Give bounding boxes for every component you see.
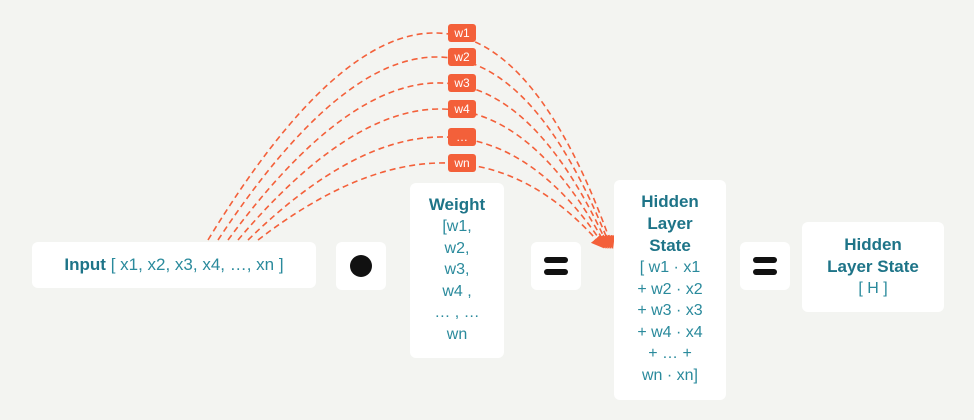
weight-tag-n: wn (448, 154, 476, 172)
hidden-sum-box: Hidden Layer State [ w1 · x1 + w2 · x2 +… (614, 180, 726, 400)
hidden-sum-line: + w3 · x3 (637, 302, 703, 319)
equals-operator-1 (531, 242, 581, 290)
weight-tag-3: w3 (448, 74, 476, 92)
weight-arc (217, 56, 613, 249)
hidden-result-box: Hidden Layer State [ H ] (802, 222, 944, 312)
hidden-result-title: Layer State (827, 257, 919, 276)
hidden-result-value: [ H ] (858, 280, 888, 297)
weight-line: w2, (444, 239, 470, 257)
weight-arc (247, 136, 606, 249)
weight-box: Weight [w1, w2, w3, w4 , … , … wn (410, 183, 504, 358)
hidden-sum-line: + w4 · x4 (637, 323, 703, 341)
weight-line: … , … (434, 304, 480, 321)
hidden-sum-title: State (649, 236, 691, 255)
weight-line: [w1, (442, 218, 472, 235)
hidden-sum-line: wn · xn] (641, 366, 698, 384)
weight-arc (207, 32, 615, 250)
weight-tag-ellipsis: … (448, 128, 476, 146)
hidden-sum-line: [ w1 · x1 (639, 259, 701, 276)
weight-line: w3, (444, 261, 470, 278)
weight-arc (227, 82, 610, 249)
input-box: Input [ x1, x2, x3, x4, …, xn ] (32, 242, 316, 288)
hidden-sum-line: + w2 · x2 (637, 280, 703, 298)
weight-line: wn (446, 325, 468, 343)
hidden-result-title: Hidden (844, 235, 902, 254)
weight-tag-1: w1 (448, 24, 476, 42)
weight-tag-4: w4 (448, 100, 476, 118)
hidden-sum-title: Hidden (641, 192, 699, 211)
weight-arc (257, 162, 605, 249)
weight-line: w4 , (442, 282, 472, 300)
dot-product-operator (336, 242, 386, 290)
hidden-sum-title: Layer (647, 214, 693, 233)
equals-operator-2 (740, 242, 790, 290)
hidden-sum-line: + … + (648, 345, 692, 362)
dot-product-icon (350, 255, 372, 277)
weight-tag-2: w2 (448, 48, 476, 66)
weight-title: Weight (428, 195, 486, 214)
input-vector: [ x1, x2, x3, x4, …, xn ] (110, 255, 284, 274)
input-label: Input (64, 255, 106, 274)
